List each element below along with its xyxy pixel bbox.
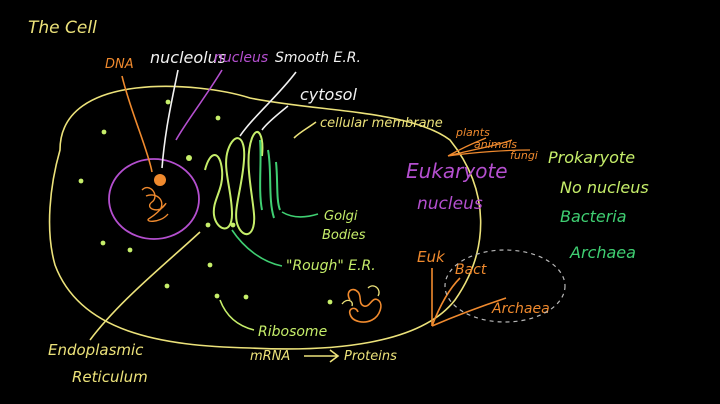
ribosome-mrna-illustration-2 [341, 285, 380, 307]
label-er-2: Reticulum [72, 368, 148, 386]
arrow-nucleolus [161, 69, 179, 169]
arrow-golgi [281, 211, 319, 218]
arrow-dna [121, 75, 153, 173]
label-ribosome: Ribosome [258, 324, 327, 340]
prokaryote-dashed-group [444, 249, 566, 323]
arrow-nucleus [175, 69, 223, 141]
eukaryote-nucleus: nucleus [417, 194, 483, 214]
dna-scribble [141, 186, 169, 222]
arrow-rough-er [231, 229, 283, 267]
arrow-smooth-er [239, 71, 297, 137]
nucleolus-body [154, 174, 166, 186]
label-cell-membrane: cellular membrane [320, 116, 443, 131]
eukaryote-branch-lines [447, 137, 531, 157]
ribosome-mrna-illustration [347, 288, 382, 323]
rough-er-structure [204, 131, 264, 236]
tree-label-archaea: Archaea [491, 301, 550, 317]
title: The Cell [28, 18, 97, 38]
arrow-cell-membrane [293, 121, 317, 139]
label-golgi-2: Bodies [322, 228, 366, 243]
label-mrna: mRNA [250, 349, 290, 364]
label-nucleolus: nucleolus [150, 48, 226, 67]
ribosome-dots [78, 99, 333, 305]
tree-label-euk: Euk [417, 248, 446, 266]
prokaryote-line-3: Bacteria [560, 207, 627, 226]
label-dna: DNA [105, 57, 134, 72]
label-proteins: Proteins [344, 349, 397, 364]
prokaryote-line-2: No nucleus [560, 178, 649, 197]
label-smooth-er: Smooth E.R. [275, 50, 361, 66]
golgi-stack [259, 139, 281, 219]
eukaryote-branch-animals: animals [474, 138, 517, 151]
nucleus-envelope [108, 158, 200, 240]
arrow-ribosome [219, 299, 255, 331]
label-er-1: Endoplasmic [48, 341, 144, 359]
eukaryote-branch-plants: plants [455, 126, 490, 139]
eukaryote-word: Eukaryote [406, 159, 508, 183]
prokaryote-line-1: Prokaryote [548, 148, 635, 167]
label-cytosol: cytosol [300, 85, 357, 104]
arrow-cytosol [261, 105, 289, 131]
eukaryote-branch-fungi: fungi [510, 149, 538, 162]
label-golgi-1: Golgi [324, 209, 358, 224]
label-nucleus-cell: nucleus [214, 50, 268, 66]
arrow-er [89, 231, 201, 341]
arrow-mrna-proteins [304, 349, 340, 363]
tree-label-bact: Bact [455, 262, 487, 278]
prokaryote-line-4: Archaea [569, 243, 636, 262]
cell-membrane-outline [48, 85, 482, 350]
tree-branches [431, 268, 507, 327]
label-rough-er: "Rough" E.R. [286, 258, 376, 274]
